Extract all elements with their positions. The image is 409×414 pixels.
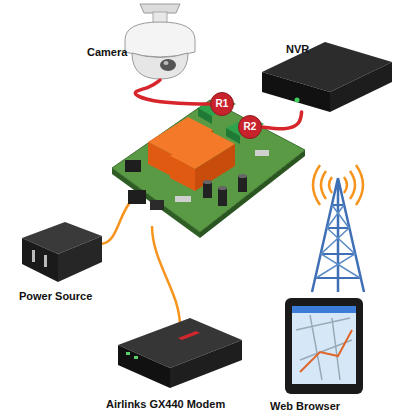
radio-tower xyxy=(316,205,360,278)
terminal-label: R1 xyxy=(216,99,229,109)
camera-illustration xyxy=(164,61,169,65)
relay-board xyxy=(238,176,247,192)
device-node: NVR xyxy=(262,40,394,112)
relay-board xyxy=(238,174,247,178)
modem-illustration xyxy=(134,356,138,359)
modem-illustration xyxy=(118,318,242,388)
power-adapter-illustration xyxy=(32,250,35,262)
relay-board xyxy=(175,196,191,202)
relay-board xyxy=(112,100,305,232)
relay-board xyxy=(148,142,173,177)
device-node: Power Source xyxy=(15,215,115,305)
relay-board xyxy=(195,144,235,191)
power-adapter-illustration xyxy=(22,222,102,282)
tablet-illustration xyxy=(296,315,352,380)
nvr-illustration xyxy=(262,42,392,112)
tablet-illustration xyxy=(292,306,356,313)
nvr-illustration xyxy=(330,62,392,112)
relay-board xyxy=(218,186,227,190)
relay-board xyxy=(112,96,305,238)
power-wire xyxy=(100,200,132,244)
relay-board xyxy=(125,160,141,172)
signal-cable xyxy=(135,80,210,104)
relay-board xyxy=(218,188,227,206)
modem-illustration xyxy=(178,331,200,340)
tablet-illustration xyxy=(285,298,363,394)
power-adapter-illustration xyxy=(44,255,47,267)
relay-board xyxy=(170,156,195,191)
modem-wire xyxy=(152,226,180,326)
camera-illustration xyxy=(125,22,195,57)
device-label: NVR xyxy=(286,43,309,55)
terminal-label: R2 xyxy=(244,122,257,132)
nvr-illustration xyxy=(295,98,300,103)
tablet-illustration xyxy=(292,306,356,384)
device-label: Airlinks GX440 Modem xyxy=(106,398,225,410)
device-node: Camera xyxy=(75,2,200,80)
nvr-illustration xyxy=(262,72,330,112)
camera-illustration xyxy=(125,4,195,79)
modem-illustration xyxy=(126,352,130,355)
camera-illustration xyxy=(132,53,188,79)
modem-illustration xyxy=(170,340,242,388)
radio-tower xyxy=(321,171,355,199)
device-label: Power Source xyxy=(19,290,92,302)
relay-board xyxy=(198,108,212,124)
relay-board xyxy=(128,190,146,204)
radio-tower xyxy=(312,165,364,292)
tablet-illustration xyxy=(300,330,352,372)
tablet-illustration xyxy=(285,298,363,394)
power-adapter-illustration xyxy=(58,236,102,282)
device-node: Airlinks GX440 Modem xyxy=(100,318,270,413)
device-node: Web Browser xyxy=(262,298,387,414)
radio-tower xyxy=(312,178,364,292)
modem-illustration xyxy=(118,345,170,388)
relay-board xyxy=(203,182,212,198)
device-label: Web Browser xyxy=(270,400,340,412)
relay-board xyxy=(255,150,269,156)
relay-board xyxy=(150,200,164,210)
signal-cable xyxy=(262,112,302,129)
radio-tower xyxy=(329,177,347,193)
device-label: Camera xyxy=(87,46,127,58)
radio-tower xyxy=(316,205,360,278)
power-adapter-illustration xyxy=(22,238,58,282)
radio-tower xyxy=(313,165,363,205)
relay-terminal-badge: R2 xyxy=(238,115,262,139)
modem-wire xyxy=(152,226,180,326)
relay-terminal-badge: R1 xyxy=(210,92,234,116)
power-wire xyxy=(100,200,132,244)
relay-board xyxy=(203,180,212,184)
camera-illustration xyxy=(160,59,176,71)
